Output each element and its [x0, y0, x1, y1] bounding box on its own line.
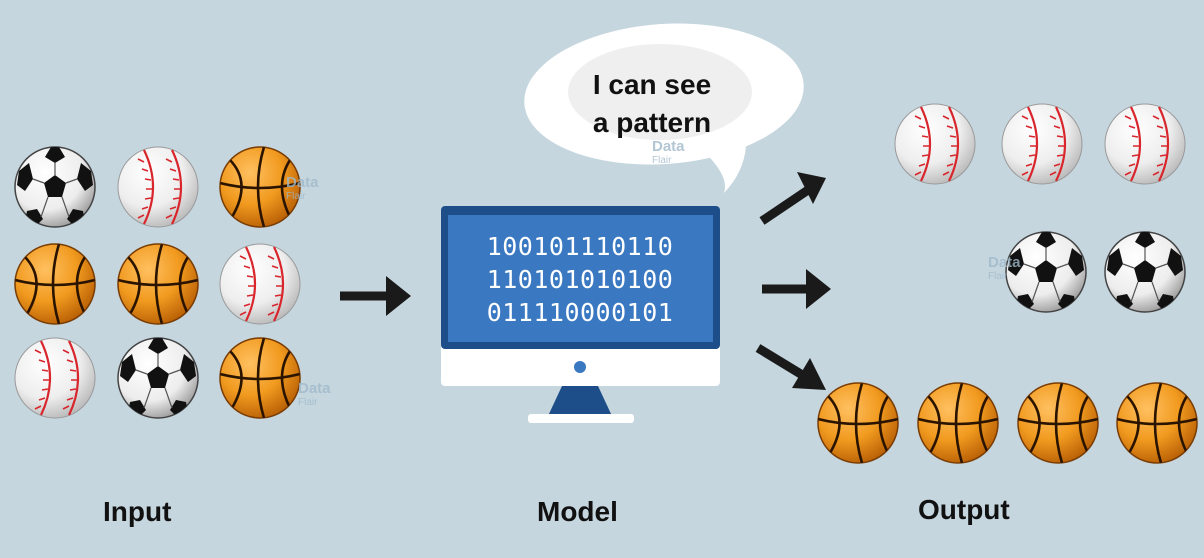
basketball-ball	[118, 244, 198, 324]
speech-bubble	[524, 23, 804, 193]
binary-line-3: 011110000101	[486, 298, 674, 327]
speech-bubble-text: I can see a pattern	[540, 66, 764, 142]
soccer-ball	[118, 338, 198, 418]
monitor-stand	[548, 386, 612, 416]
basketball-ball	[1117, 383, 1197, 463]
binary-code: 100101110110 110101010100 011110000101	[446, 230, 714, 329]
input-label: Input	[103, 496, 172, 527]
soccer-ball	[15, 147, 95, 227]
baseball-ball	[893, 102, 977, 186]
baseball-ball	[1103, 102, 1187, 186]
basketball-ball	[818, 383, 898, 463]
arrow-model-to-output-middle	[762, 269, 831, 309]
baseball-ball	[218, 242, 302, 326]
baseball-ball	[1000, 102, 1084, 186]
arrow-input-to-model	[340, 276, 411, 316]
baseball-ball	[116, 145, 200, 229]
basketball-ball	[918, 383, 998, 463]
arrow-model-to-output-down	[755, 344, 826, 390]
input-balls	[15, 147, 300, 418]
speech-line-2: a pattern	[592, 107, 712, 138]
monitor-power-dot	[574, 361, 586, 373]
arrow-model-to-output-up	[759, 172, 826, 225]
monitor-base	[528, 414, 634, 423]
output-label: Output	[918, 494, 1010, 525]
baseball-ball	[13, 336, 97, 420]
soccer-ball	[1105, 232, 1185, 312]
binary-line-1: 100101110110	[486, 232, 674, 261]
speech-line-1: I can see	[592, 69, 712, 100]
model-label: Model	[537, 496, 618, 527]
basketball-ball	[1018, 383, 1098, 463]
basketball-ball	[220, 338, 300, 418]
binary-line-2: 110101010100	[486, 265, 674, 294]
computer-monitor	[441, 206, 720, 423]
basketball-ball	[15, 244, 95, 324]
